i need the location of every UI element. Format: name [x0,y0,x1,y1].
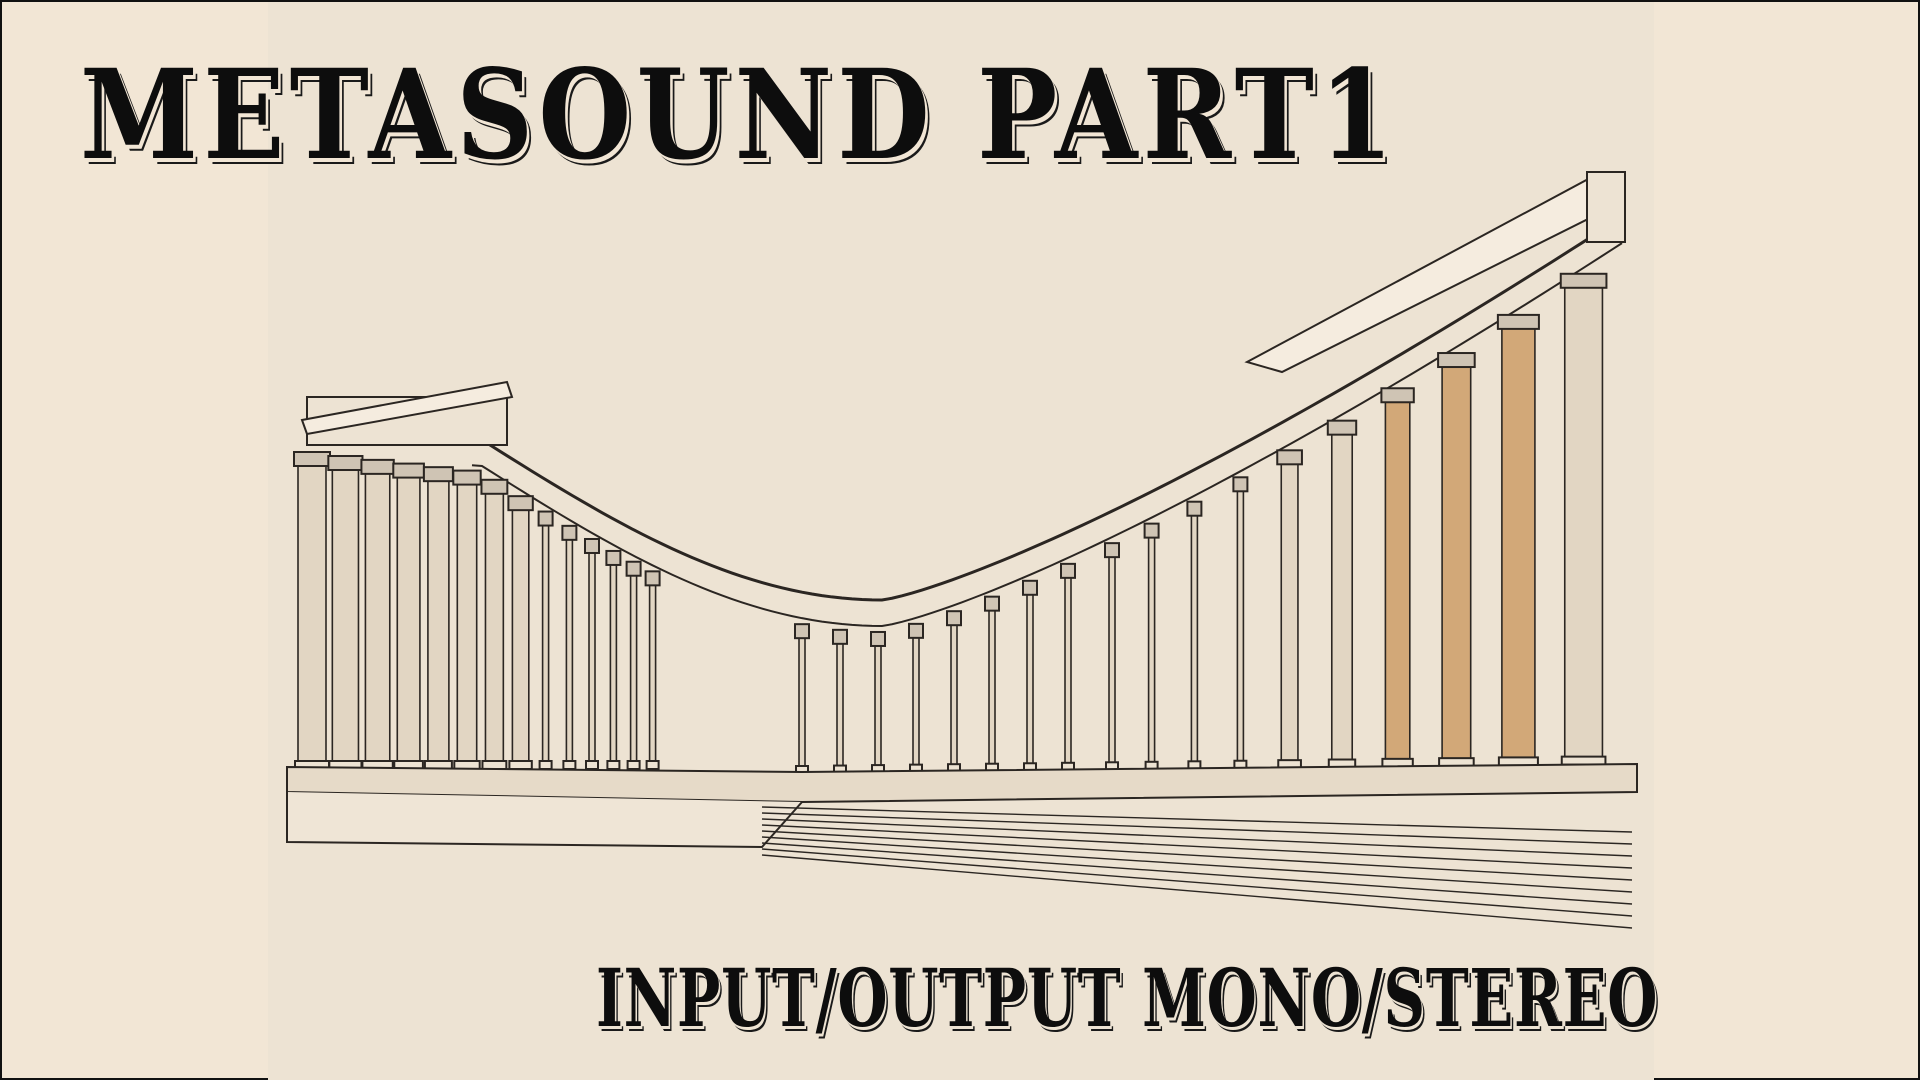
page-subtitle: Input/Output Mono/Stereo [596,951,1659,1045]
page-title: Metasound Part1 [80,43,1399,188]
